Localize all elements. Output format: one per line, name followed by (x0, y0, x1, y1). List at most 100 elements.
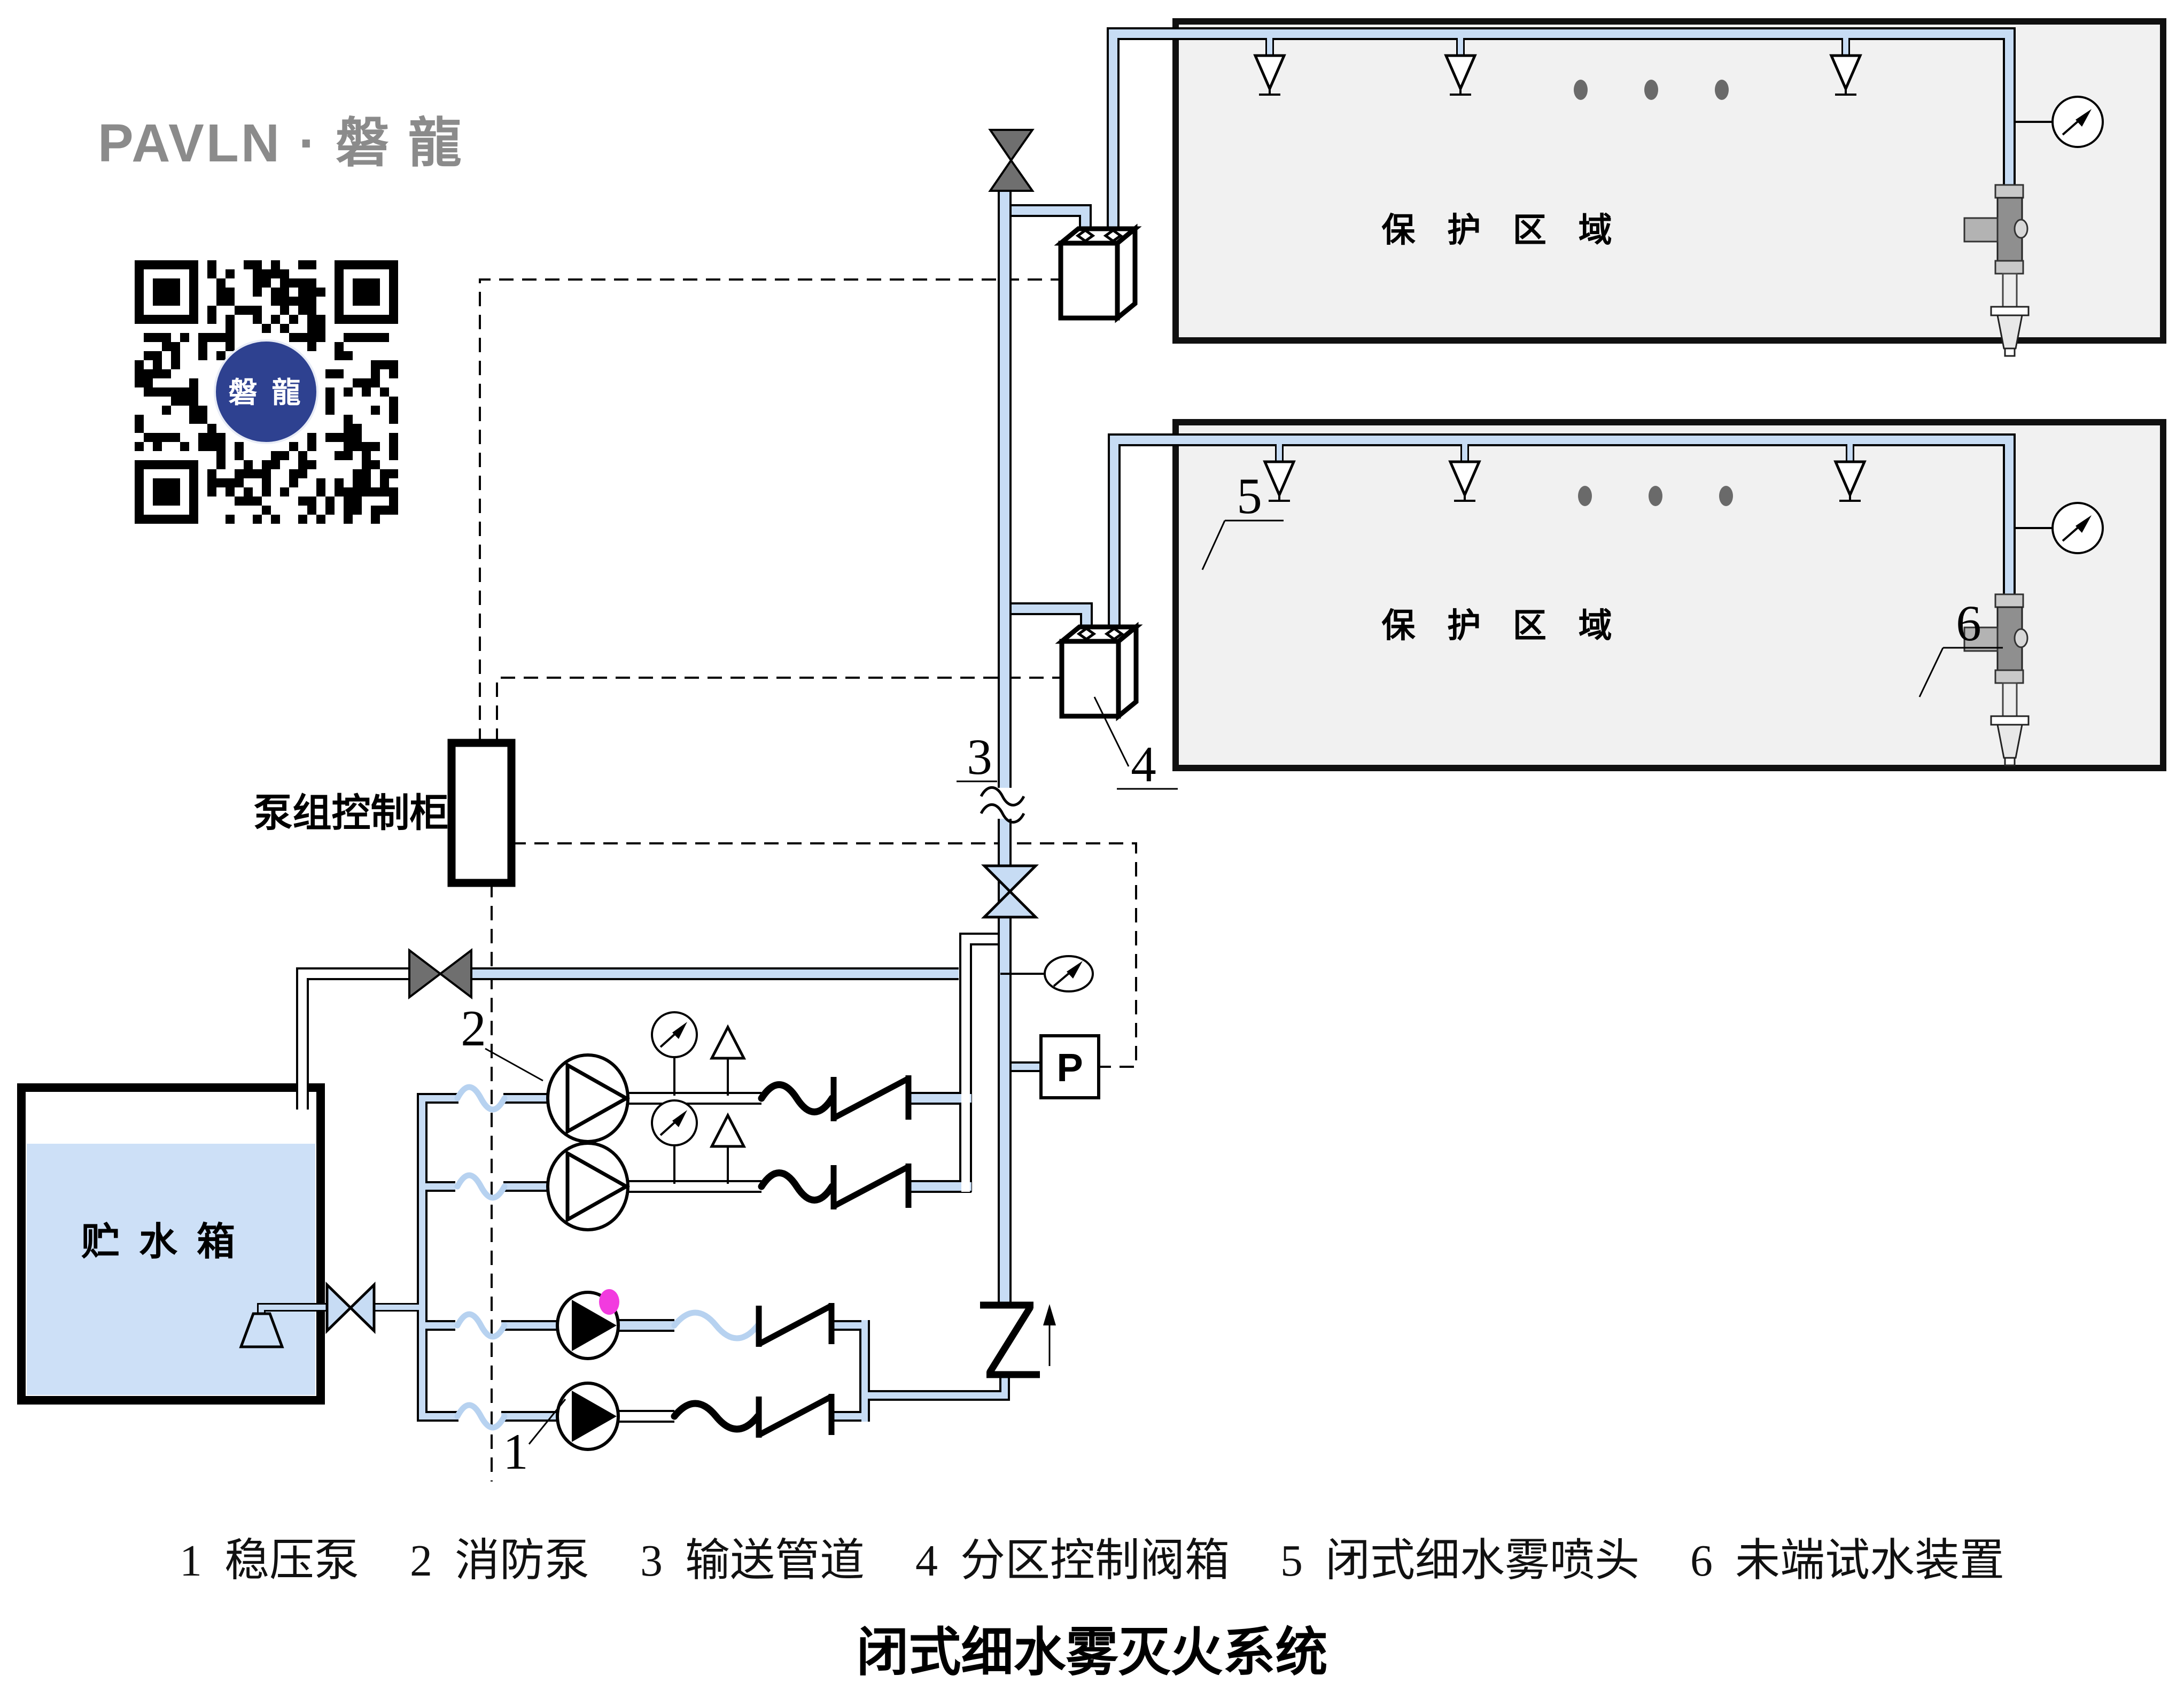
z1-device-handle (1963, 217, 1999, 243)
control-line-to-pressure-sensor (511, 842, 1137, 1068)
pump1-relief-valve-icon (709, 1024, 747, 1060)
z1-device-cone (1996, 314, 2023, 350)
z1-device-stem (2002, 273, 2018, 308)
stabilizing-pump-1 (556, 1289, 620, 1360)
protection-zone-1: 保 护 区 域 (1172, 18, 2166, 344)
valvebox1-front (1058, 241, 1120, 321)
zone-valve-box-2 (1055, 622, 1143, 722)
callout-2-leader (485, 1048, 543, 1082)
callout-6-number: 6 (1956, 595, 1981, 651)
qr-modules (135, 260, 398, 524)
callout-1-number: 1 (503, 1423, 528, 1480)
callout-5: 5 (1201, 468, 1284, 570)
control-line-to-valvebox2 (496, 677, 1063, 743)
pump2-relief-valve-icon (709, 1112, 747, 1148)
z1-device-flange (1990, 306, 2030, 316)
riser-gauge-needle-head (1067, 961, 1083, 979)
qr-finder-core (153, 478, 180, 506)
check-valve-icon-3 (756, 1303, 835, 1347)
suction-flex-2 (454, 1172, 508, 1201)
nozzle-icon-z1-3 (1829, 54, 1862, 92)
callout-3: 3 (957, 728, 997, 785)
check-valve-icon-2 (830, 1163, 912, 1209)
z2-device-knob (2014, 628, 2028, 648)
nozzle-icon-z1-2 (1444, 54, 1477, 92)
brand-logo: PAVLN · 磐 龍 (98, 113, 464, 173)
z2-device-cone (1996, 724, 2023, 759)
riser-gauge-needle (1053, 971, 1072, 987)
nozzle-z2-3-stem (1839, 495, 1861, 502)
callout-4-leader (1093, 696, 1178, 790)
zone2-gauge-needle-head (2076, 515, 2092, 533)
fire-pump-2 (546, 1142, 631, 1231)
nozzle-z2-2-stem (1454, 495, 1475, 502)
qr-finder-top-right (335, 260, 398, 324)
pump2-instruments (651, 1099, 747, 1184)
cabinet-label: 泵组控制柜 (254, 792, 449, 835)
check-valve-icon-1 (830, 1075, 912, 1121)
legend-item-5: 5 闭式细水雾喷头 (1280, 1536, 1640, 1586)
nozzle-icon-z2-2 (1448, 460, 1481, 499)
z1-device-knob (2014, 219, 2028, 239)
pipe-fills-blue-major (471, 29, 2014, 1330)
legend-item-4: 4 分区控制阀箱 (915, 1536, 1230, 1586)
tank-water (27, 1144, 315, 1395)
valvebox2-port-right-icon (1104, 626, 1124, 641)
pipe-break-symbol (980, 786, 1025, 824)
piping-network (257, 27, 2016, 1423)
pipe-break-squiggle-top (980, 786, 1025, 806)
tank-return-valve-icon (408, 948, 472, 1000)
callout-1-leader (528, 1399, 566, 1445)
discharge-flex-4 (671, 1400, 761, 1433)
riser-top-safety-valve-icon (988, 129, 1035, 192)
pump4-impeller-icon (572, 1391, 617, 1442)
discharge-flex-3 (671, 1309, 761, 1341)
pressure-sensor-box (1039, 1034, 1100, 1099)
suction-funnel-icon (239, 1312, 284, 1348)
z2-device-flange (1990, 715, 2030, 726)
valvebox2-port-left-icon (1076, 626, 1097, 641)
suction-flex-4 (454, 1402, 508, 1431)
nozzle-z2-1-stem (1269, 495, 1290, 502)
qr-code: 磐 龍 (129, 255, 403, 529)
discharge-flex-2 (758, 1169, 836, 1204)
pump2-gauge-needle (659, 1120, 678, 1136)
z2-device-tip (2004, 757, 2016, 766)
valvebox1-port-left-icon (1075, 228, 1095, 243)
riser-valve-lower (981, 889, 1039, 919)
zone-valve-box-1 (1054, 223, 1142, 323)
pipe-break-squiggle-bottom (980, 803, 1025, 824)
suction-flex-3 (454, 1311, 508, 1340)
pipe-fills-white (298, 935, 999, 1421)
z2-device-stem (2002, 682, 2018, 717)
pipe-break-gap (991, 788, 1019, 819)
pressure-sensor-label: P (1056, 1045, 1083, 1090)
pump1-gauge-needle (659, 1031, 678, 1048)
qr-badge-text: 磐 龍 (228, 377, 304, 409)
callout-6-leader (1918, 647, 2003, 697)
qr-center-badge (214, 339, 318, 444)
pump1-impeller-icon (565, 1062, 631, 1135)
cabinet-box (447, 739, 516, 887)
ellipsis-dot-z2-2 (1649, 486, 1662, 506)
check-valve-icon-4 (756, 1394, 835, 1438)
legend-row: 1 稳压泵 2 消防泵 3 输送管道 4 分区控制阀箱 5 闭式细水雾喷头 6 … (0, 1524, 2184, 1589)
water-tank: 贮 水 箱 (17, 1083, 325, 1405)
qr-finder-core (153, 278, 180, 306)
legend-item-1: 1 稳压泵 (179, 1536, 359, 1586)
flow-arrow-icon (1043, 1304, 1056, 1325)
tank-label: 贮 水 箱 (81, 1221, 239, 1263)
z2-device-coupling (1994, 593, 2024, 608)
nozzle-z1-1-stem (1259, 89, 1280, 96)
zone1-sprinklers (1253, 54, 2104, 148)
riser-top-valve-lower (988, 158, 1035, 192)
diagram-title: 闭式细水雾灭火系统 (856, 1623, 1328, 1681)
end-test-device-zone1 (1963, 184, 2030, 357)
qr-finder-bottom-left (135, 460, 198, 524)
end-test-device-zone2 (1963, 593, 2030, 766)
ellipsis-dot-z1-2 (1644, 80, 1658, 100)
zone2-sprinklers (1263, 460, 2104, 554)
z1-device-collar (1994, 260, 2024, 275)
suction-flex-1 (454, 1084, 508, 1113)
